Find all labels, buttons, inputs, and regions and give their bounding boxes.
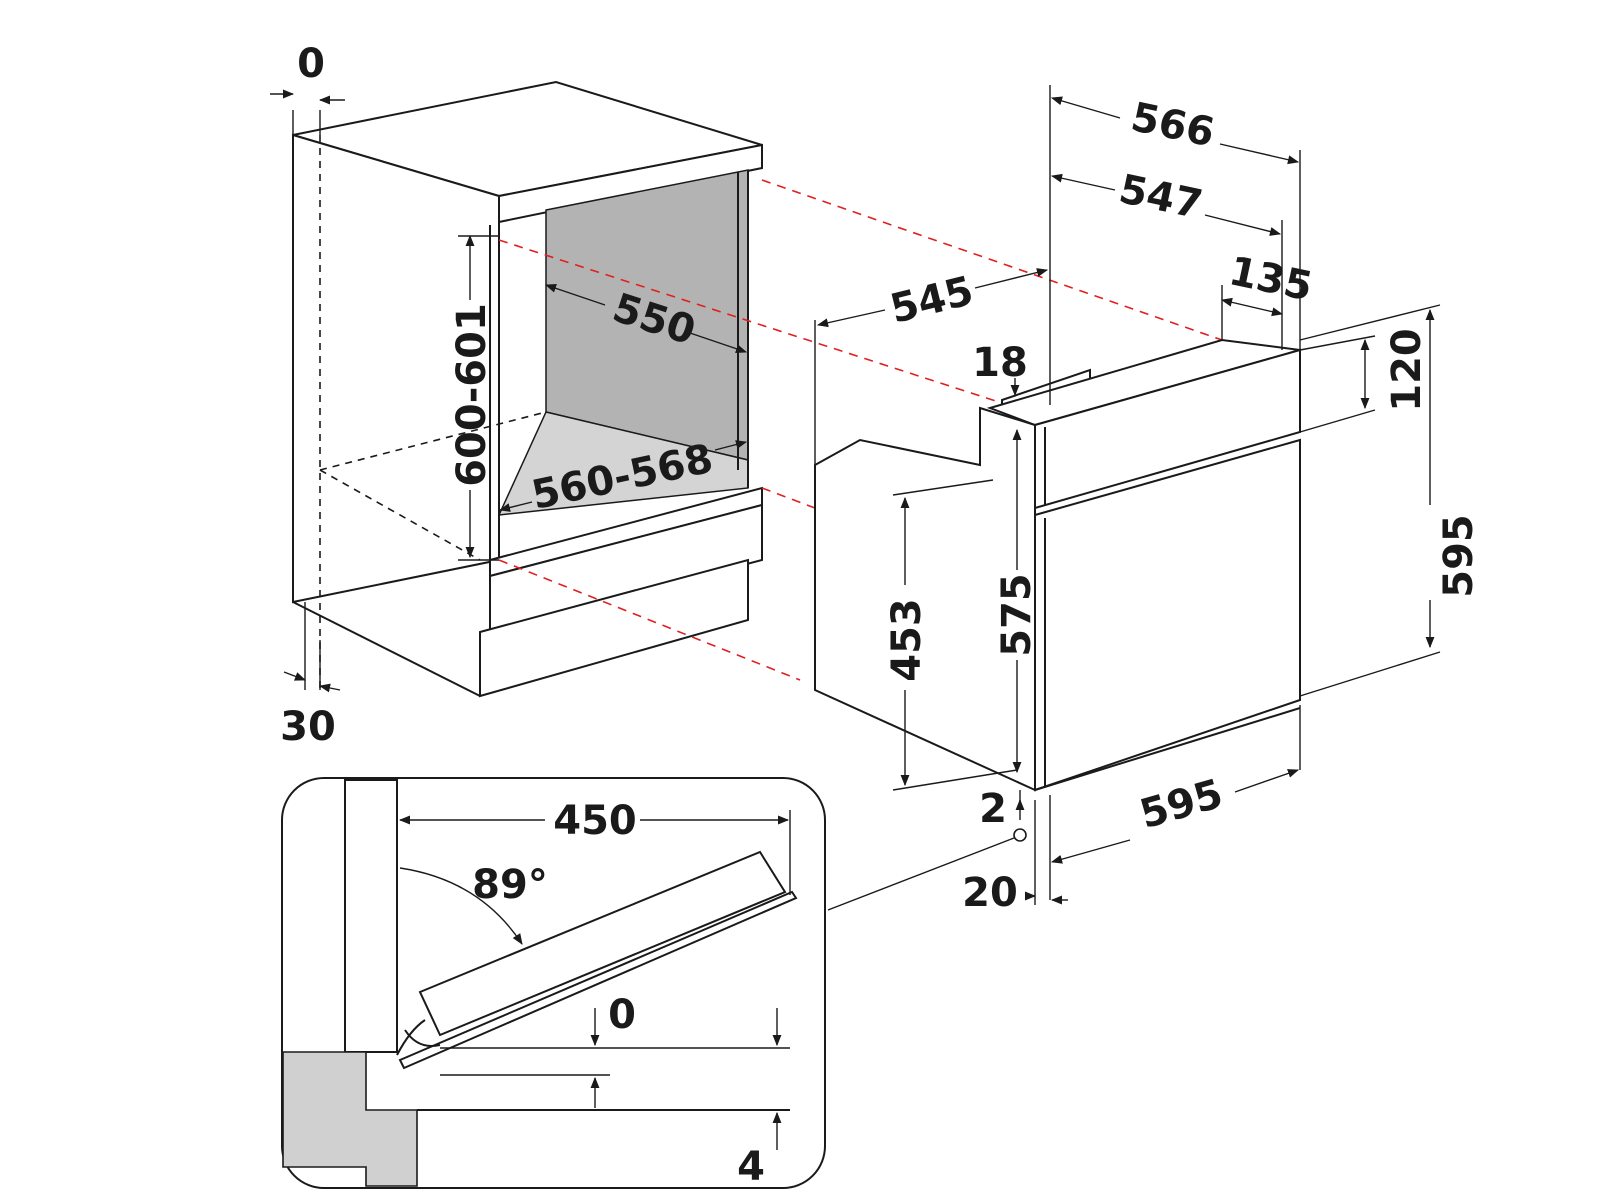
alignment-guides: [498, 179, 1223, 681]
oven-flange-thickness-label: 18: [972, 340, 1028, 386]
oven-cavity-height-label: 453: [884, 598, 930, 682]
cabinet-plinth: [479, 558, 749, 698]
door-detail: [281, 777, 826, 1189]
door-bottom-offset-label: 4: [737, 1144, 765, 1190]
door-top-offset-label: 0: [608, 992, 636, 1038]
oven-door: [1034, 438, 1301, 792]
oven-body-depth-label: 547: [1115, 166, 1206, 228]
oven-bottom-offset-label: 2: [979, 786, 1007, 832]
oven-overall-height-label: 595: [1436, 514, 1482, 598]
door-angle-label: 89°: [472, 862, 548, 908]
opening-height-label: 600-601: [449, 303, 495, 487]
door-clearance-label: 450: [553, 798, 637, 844]
oven-overall-width-label: 595: [1135, 771, 1228, 838]
oven-side-depth-label: 545: [886, 268, 978, 333]
cabinet-top-gap-label: 0: [297, 41, 325, 87]
oven-front-overhang-label: 20: [962, 870, 1018, 916]
cabinet-bottom-gap-label: 30: [280, 704, 336, 750]
oven-body-height-label: 575: [994, 573, 1040, 657]
oven-side-body: [814, 406, 1036, 792]
oven-total-depth-label: 566: [1127, 94, 1218, 156]
door-glass: [398, 890, 798, 1070]
oven-control-panel-height-label: 120: [1384, 328, 1430, 412]
detail-base: [282, 1051, 418, 1187]
open-door: [418, 850, 787, 1037]
cabinet-drawing: [270, 80, 763, 698]
oven-drawing: [814, 85, 1441, 911]
cabinet-base: [489, 503, 763, 634]
oven-panel-depth-label: 135: [1225, 248, 1316, 310]
